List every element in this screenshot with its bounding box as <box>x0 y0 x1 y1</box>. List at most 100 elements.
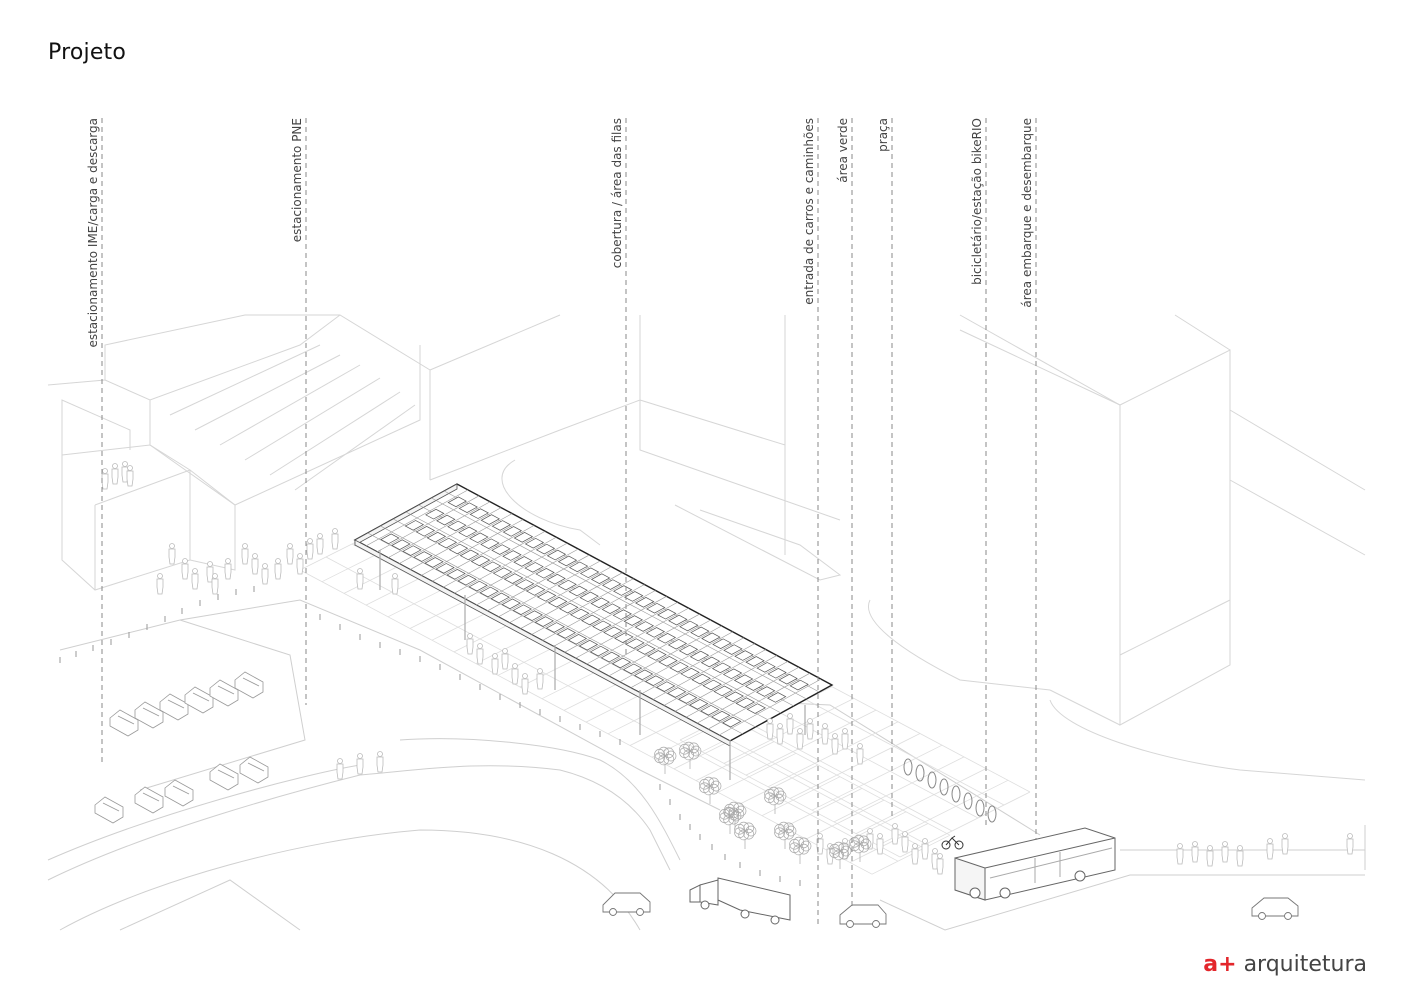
moving-cars <box>602 892 1299 928</box>
person-figure <box>776 723 784 745</box>
tree <box>679 741 702 769</box>
canopy-roof <box>353 483 834 747</box>
bollards <box>59 586 801 886</box>
person-figure <box>476 643 484 665</box>
person-figure <box>1206 845 1214 867</box>
person-figure <box>501 648 509 670</box>
tree <box>764 786 787 814</box>
person-figure <box>876 833 884 855</box>
tree <box>849 834 872 862</box>
background-buildings <box>47 314 1366 781</box>
person-figure <box>1176 843 1184 865</box>
brand-mark: a+ <box>1203 952 1237 977</box>
people-figures <box>101 461 1354 875</box>
tree <box>829 841 852 869</box>
person-figure <box>316 533 324 555</box>
person-figure <box>331 528 339 550</box>
person-figure <box>921 838 929 860</box>
canopy-grid <box>365 489 822 736</box>
person-figure <box>936 853 944 875</box>
person-figure <box>786 713 794 735</box>
person-figure <box>306 538 314 560</box>
parked-car <box>94 796 124 824</box>
person-figure <box>1191 841 1199 863</box>
tree <box>774 821 797 849</box>
tree <box>734 821 757 849</box>
person-figure <box>224 558 232 580</box>
brand-name: arquitetura <box>1243 952 1367 977</box>
tree <box>654 746 677 774</box>
person-figure <box>111 463 119 485</box>
page-title: Projeto <box>48 40 127 65</box>
label-embarque: área embarque e desembarque <box>1020 118 1034 308</box>
parked-car <box>209 763 239 791</box>
label-ime: estacionamento IME/carga e descarga <box>86 118 100 348</box>
person-figure <box>891 823 899 845</box>
parked-car <box>159 693 189 721</box>
parked-car <box>209 679 239 707</box>
parked-car <box>134 701 164 729</box>
canopy-columns <box>379 550 806 780</box>
person-figure <box>766 718 774 740</box>
label-verde: área verde <box>836 118 850 183</box>
parked-car <box>234 671 264 699</box>
person-figure <box>286 543 294 565</box>
label-bike: bicicletário/estação bikeRIO <box>970 118 984 285</box>
person-figure <box>336 758 344 780</box>
brand-logo: a+ arquitetura <box>1203 952 1367 977</box>
person-figure <box>1346 833 1354 855</box>
car-icon <box>1251 897 1299 920</box>
person-figure <box>168 543 176 565</box>
label-pne: estacionamento PNE <box>290 118 304 242</box>
person-figure <box>261 563 269 585</box>
person-figure <box>181 558 189 580</box>
label-entrada: entrada de carros e caminhões <box>802 118 816 305</box>
bicycle-icon <box>941 835 964 850</box>
person-figure <box>356 753 364 775</box>
person-figure <box>901 831 909 853</box>
person-figure <box>156 573 164 595</box>
person-figure <box>521 673 529 695</box>
person-figure <box>296 553 304 575</box>
bike-racks <box>903 758 997 823</box>
parked-car <box>239 756 269 784</box>
person-figure <box>101 468 109 490</box>
person-figure <box>211 573 219 595</box>
person-figure <box>121 461 129 483</box>
person-figure <box>1266 838 1274 860</box>
person-figure <box>821 723 829 745</box>
person-figure <box>376 751 384 773</box>
person-figure <box>491 653 499 675</box>
label-praca: praça <box>876 118 890 152</box>
trees <box>654 741 872 869</box>
person-figure <box>856 743 864 765</box>
tree <box>719 806 742 834</box>
person-figure <box>1221 841 1229 863</box>
parked-cars <box>94 671 269 824</box>
person-figure <box>1281 833 1289 855</box>
parked-car <box>109 709 139 737</box>
person-figure <box>126 465 134 487</box>
solar-panels <box>380 496 809 728</box>
truck-icon <box>689 877 791 925</box>
person-figure <box>536 668 544 690</box>
person-figure <box>274 558 282 580</box>
person-figure <box>806 718 814 740</box>
person-figure <box>251 553 259 575</box>
person-figure <box>911 843 919 865</box>
car-icon <box>602 892 651 916</box>
parked-car <box>164 779 194 807</box>
label-cobertura: cobertura / área das filas <box>610 118 624 268</box>
tree <box>789 836 812 864</box>
bus-icon <box>954 827 1116 901</box>
tree <box>699 776 722 804</box>
person-figure <box>356 568 364 590</box>
person-figure <box>241 543 249 565</box>
person-figure <box>841 728 849 750</box>
person-figure <box>1236 845 1244 867</box>
person-figure <box>796 728 804 750</box>
person-figure <box>511 663 519 685</box>
parked-car <box>134 786 164 814</box>
